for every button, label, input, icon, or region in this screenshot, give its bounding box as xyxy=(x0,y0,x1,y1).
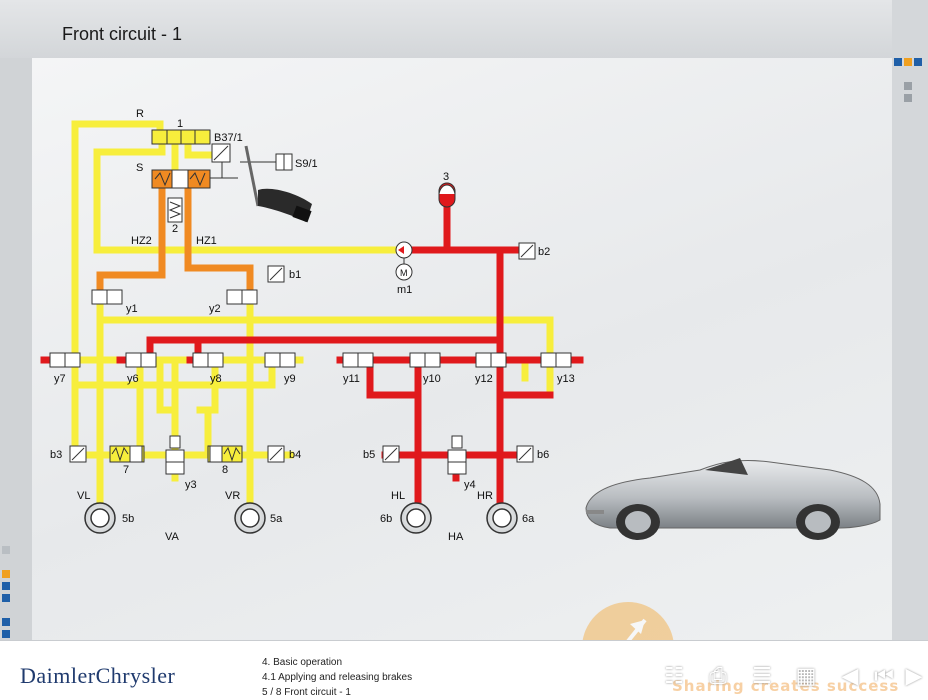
right-decor-strip xyxy=(884,0,928,640)
document-icon[interactable]: ☷ xyxy=(664,664,684,689)
prev-icon[interactable]: ◀ xyxy=(841,664,859,689)
label-M: M xyxy=(400,268,408,278)
label-3: 3 xyxy=(443,171,449,183)
breadcrumb-section: 4.1 Applying and releasing brakes xyxy=(262,672,413,683)
watermark-slogan: Sharing creates success xyxy=(672,677,900,695)
watermark-text: DHT xyxy=(700,641,838,700)
list-icon[interactable]: ☰ xyxy=(752,664,772,689)
label-b3: b3 xyxy=(50,449,62,461)
label-y13: y13 xyxy=(557,373,575,385)
label-VL: VL xyxy=(77,490,90,502)
label-y3: y3 xyxy=(185,479,197,491)
nav-toolbar: ☷ ⎙ ☰ ▦ ◀ ⏮ ▶ xyxy=(660,661,928,697)
label-6b: 6b xyxy=(380,513,392,525)
pump-motor xyxy=(395,241,413,281)
brake-pedal-icon xyxy=(244,145,312,223)
sitemap-icon[interactable]: ▦ xyxy=(795,664,817,689)
first-icon[interactable]: ⏮ xyxy=(874,664,894,689)
pressure-sensors xyxy=(69,242,536,463)
accumulator xyxy=(438,182,456,208)
label-y10: y10 xyxy=(423,373,441,385)
label-b5: b5 xyxy=(363,449,375,461)
label-6a: 6a xyxy=(522,513,535,525)
label-y11: y11 xyxy=(343,373,360,385)
label-S9: S9/1 xyxy=(295,158,318,170)
rear-circuit-lines xyxy=(40,201,584,509)
label-R: R xyxy=(136,108,144,120)
label-y1: y1 xyxy=(126,303,138,315)
wheel-brakes xyxy=(84,502,518,534)
label-y4: y4 xyxy=(464,479,476,491)
label-HZ2: HZ2 xyxy=(131,235,152,247)
label-7: 7 xyxy=(123,464,129,476)
label-b2: b2 xyxy=(538,246,550,258)
footer: DaimlerChrysler 4. Basic operation 4.1 A… xyxy=(0,640,928,700)
label-y9: y9 xyxy=(284,373,296,385)
breadcrumb-chapter: 4. Basic operation xyxy=(262,657,343,668)
label-b6: b6 xyxy=(537,449,549,461)
label-5b: 5b xyxy=(122,513,134,525)
label-1: 1 xyxy=(177,118,183,130)
label-HR: HR xyxy=(477,490,493,502)
print-icon[interactable]: ⎙ xyxy=(709,664,727,689)
label-HA: HA xyxy=(448,531,464,543)
label-2: 2 xyxy=(172,223,178,235)
control-lines xyxy=(96,184,254,302)
cylinders xyxy=(109,445,243,463)
label-8: 8 xyxy=(222,464,228,476)
label-HZ1: HZ1 xyxy=(196,235,217,247)
left-decor-strip xyxy=(0,58,32,640)
label-y12: y12 xyxy=(475,373,493,385)
label-y7: y7 xyxy=(54,373,66,385)
label-B37: B37/1 xyxy=(214,132,243,144)
label-VR: VR xyxy=(225,490,240,502)
label-5a: 5a xyxy=(270,513,283,525)
label-y8: y8 xyxy=(210,373,222,385)
label-y2: y2 xyxy=(209,303,221,315)
next-icon[interactable]: ▶ xyxy=(905,664,923,689)
brand-logo: DaimlerChrysler xyxy=(20,663,176,688)
master-cylinder xyxy=(151,129,211,223)
label-HL: HL xyxy=(391,490,405,502)
car-illustration xyxy=(585,458,881,540)
label-b4: b4 xyxy=(289,449,301,461)
header-bar: Front circuit - 1 xyxy=(0,0,928,58)
pedal-sensor-b37 xyxy=(210,143,238,179)
page-title: Front circuit - 1 xyxy=(62,24,183,44)
valves xyxy=(49,289,572,475)
label-b1: b1 xyxy=(289,269,301,281)
label-m1: m1 xyxy=(397,284,412,296)
stop-lamp-switch xyxy=(240,153,293,171)
label-y6: y6 xyxy=(127,373,139,385)
breadcrumb-page: 5 / 8 Front circuit - 1 xyxy=(262,687,351,698)
label-S: S xyxy=(136,162,143,174)
label-VA: VA xyxy=(165,531,180,543)
